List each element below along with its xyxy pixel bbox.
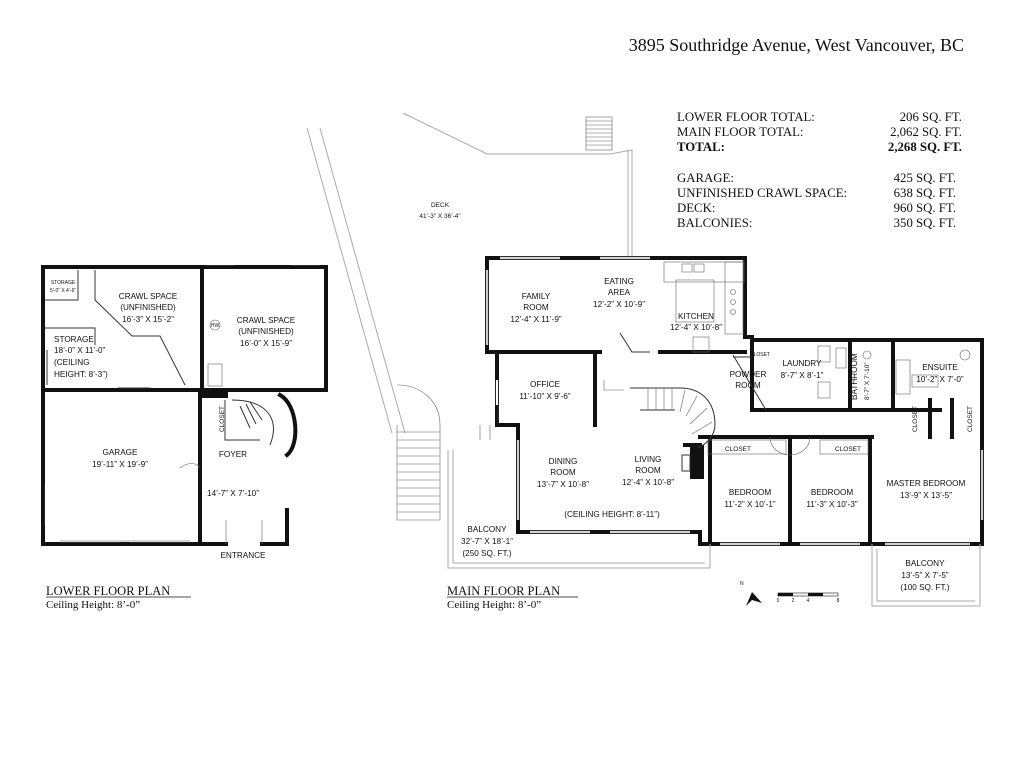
compass-icon: N [740,581,762,606]
dining-room-dims: 13’-7” X 10’-8” [537,480,589,489]
grand-total-label: TOTAL: [677,140,725,154]
lower-floor-title: LOWER FLOOR PLAN [46,584,170,598]
main-floor-plan: DECK 41’-3” X 36’-4” FAMILY ROOM 12’-4” … [306,112,984,611]
eating-area-name-2: AREA [608,288,631,297]
garage-dims: 19’-11” X 19’-9” [92,460,148,469]
balcony-left-name: BALCONY [467,525,507,534]
powder-room-name-2: ROOM [735,381,761,390]
deck-area-value: 960 SQ. FT. [894,201,956,215]
extra-areas: GARAGE: 425 SQ. FT. UNFINISHED CRAWL SPA… [677,171,956,230]
master-bedroom-dims: 13’-9” X 13’-5” [900,491,952,500]
lower-floor-total-value: 206 SQ. FT. [900,110,962,124]
bedroom-2-dims: 11’-3” X 10’-3” [806,500,858,509]
bathroom-name: BATHROOM [850,353,859,400]
balcony-left-dims: 32’-7” X 18’-1” [461,537,513,546]
deck-name: DECK [431,202,450,209]
garage-area-value: 425 SQ. FT. [894,171,956,185]
kitchen-dims: 12’-4” X 10’-8” [670,323,722,332]
scale-tick-8: 8 [837,598,840,604]
grand-total-value: 2,268 SQ. FT. [888,140,962,154]
family-room-name-1: FAMILY [522,292,551,301]
main-floor-title: MAIN FLOOR PLAN [447,584,560,598]
crawl-space-area-label: UNFINISHED CRAWL SPACE: [677,186,847,200]
deck-area-label: DECK: [677,201,715,215]
north-label: N [740,581,744,587]
ensuite-closet-1-label: CLOSET [912,406,919,432]
ensuite-name: ENSUITE [922,363,958,372]
bedroom-2-name: BEDROOM [811,488,853,497]
balcony-right-name: BALCONY [905,559,945,568]
main-floor-total-value: 2,062 SQ. FT. [890,125,962,139]
area-totals: LOWER FLOOR TOTAL: 206 SQ. FT. MAIN FLOO… [677,110,962,154]
eating-area-dims: 12’-2” X 10’-9” [593,300,645,309]
lower-floor-total-label: LOWER FLOOR TOTAL: [677,110,815,124]
lower-floor-ceiling: Ceiling Height: 8’-0” [46,599,140,611]
storage-ceiling-note-2: HEIGHT: 8’-3”) [54,370,108,379]
foyer-name: FOYER [219,450,247,459]
balcony-right-dims: 13’-5” X 7’-5” [901,571,949,580]
scale-tick-2: 2 [792,598,795,604]
dining-room-name-1: DINING [549,457,578,466]
crawl-space-1-dims: 16’-3” X 15’-2” [122,315,174,324]
office-dims: 11’-10” X 9’-6” [519,392,571,401]
garage-name: GARAGE [102,448,138,457]
deck-dims: 41’-3” X 36’-4” [419,213,460,220]
laundry-name: LAUNDRY [783,359,823,368]
bedroom-1-dims: 11’-2” X 10’-1” [724,500,776,509]
master-bedroom-name: MASTER BEDROOM [887,479,966,488]
bedroom-1-name: BEDROOM [729,488,771,497]
property-address: 3895 Southridge Avenue, West Vancouver, … [629,35,964,55]
laundry-dims: 8’-7” X 8’-1” [781,371,824,380]
lower-closet-label: CLOSET [219,406,226,432]
crawl-space-area-value: 638 SQ. FT. [894,186,956,200]
storage-small-dims: 5’-0” X 4’-6” [50,288,76,294]
hw-tank-label: HW [211,323,220,329]
garage-area-label: GARAGE: [677,171,734,185]
balcony-right-area: (100 SQ. FT.) [900,583,949,592]
eating-area-name-1: EATING [604,277,634,286]
foyer-dims: 14’-7” X 7’-10” [207,489,259,498]
powder-room-name-1: POWDER [730,370,767,379]
crawl-space-1-name: CRAWL SPACE [119,292,178,301]
lower-floor-plan: HW STORAGE 5’-0” X 4’-6” CRAWL SPACE (UN… [41,262,328,611]
main-ceiling-note: (CEILING HEIGHT: 8’-11”) [564,510,660,519]
ensuite-closet-2-label: CLOSET [967,406,974,432]
storage-name: STORAGE [54,335,94,344]
bedroom-1-closet-label: CLOSET [725,446,751,453]
ensuite-dims: 10’-2” X 7’-0” [916,375,964,384]
entrance-label: ENTRANCE [220,551,266,560]
office-name: OFFICE [530,380,561,389]
storage-ceiling-note-1: (CEILING [54,358,90,367]
powder-closet-label: CLOSET [750,352,770,358]
balconies-area-label: BALCONIES: [677,216,752,230]
family-room-dims: 12’-4” X 11’-9” [510,315,562,324]
balcony-left-area: (250 SQ. FT.) [462,549,511,558]
bathroom-dims: 8’-7” X 7’-10” [864,362,871,400]
family-room-name-2: ROOM [523,303,549,312]
dining-room-name-2: ROOM [550,468,576,477]
crawl-space-2-dims: 16’-0” X 15’-9” [240,339,292,348]
scale-tick-4: 4 [807,598,810,604]
main-floor-total-label: MAIN FLOOR TOTAL: [677,125,803,139]
living-room-dims: 12’-4” X 10’-8” [622,478,674,487]
storage-dims: 18’-0” X 11’-0” [54,346,106,355]
living-room-name-2: ROOM [635,466,661,475]
crawl-space-1-status: (UNFINISHED) [120,303,176,312]
main-floor-ceiling: Ceiling Height: 8’-0” [447,599,541,611]
storage-small-name: STORAGE [51,280,76,286]
kitchen-name: KITCHEN [678,312,714,321]
crawl-space-2-status: (UNFINISHED) [238,327,294,336]
crawl-space-2-name: CRAWL SPACE [237,316,296,325]
living-room-name-1: LIVING [635,455,662,464]
balconies-area-value: 350 SQ. FT. [894,216,956,230]
bedroom-2-closet-label: CLOSET [835,446,861,453]
scale-bar: 0 2 4 8 [777,592,840,604]
scale-tick-0: 0 [777,598,780,604]
